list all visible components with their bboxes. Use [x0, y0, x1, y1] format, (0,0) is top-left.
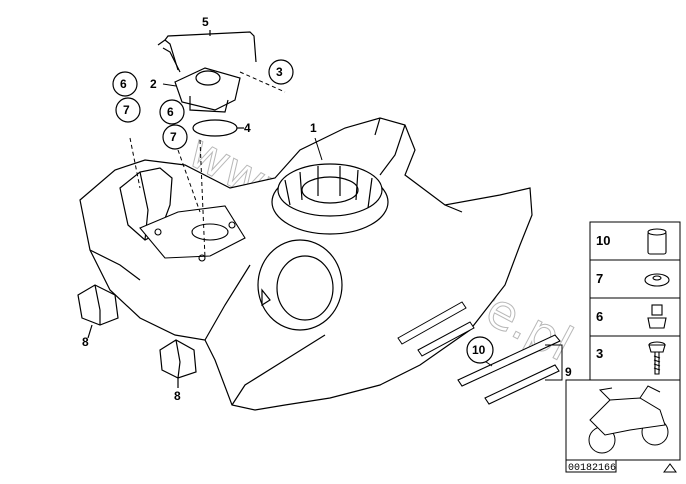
legend-label-3: 3 [596, 346, 603, 361]
mounting-plate [139, 205, 246, 262]
washer-icon [644, 273, 670, 287]
callout-9: 9 [565, 365, 572, 379]
tank-slots [397, 301, 475, 357]
hose-part-5 [157, 30, 257, 73]
callout-7b-circle [162, 124, 188, 150]
grommet-part-8-b [159, 339, 197, 388]
nut-icon [647, 304, 667, 329]
screw-icon [648, 341, 666, 375]
callout-3-circle [268, 59, 294, 85]
legend-label-10: 10 [596, 233, 610, 248]
callout-5: 5 [202, 15, 209, 29]
callout-3: 3 [276, 65, 283, 79]
legend-label-7: 7 [596, 271, 603, 286]
callout-4: 4 [244, 121, 251, 135]
sleeve-icon [647, 228, 667, 255]
callout-7a-circle [115, 97, 141, 123]
triangle-icon [663, 463, 677, 473]
callout-7b: 7 [170, 130, 177, 144]
callout-6b-circle [159, 99, 185, 125]
guide-lines [129, 71, 286, 259]
callout-7a: 7 [123, 103, 130, 117]
callout-10-circle [466, 336, 494, 364]
callout-6a: 6 [120, 77, 127, 91]
grommet-part-8-a [77, 284, 119, 339]
callout-2: 2 [150, 77, 157, 91]
legend-panel: 10 7 6 3 [589, 221, 681, 381]
motorcycle-thumbnail: 00182166 [565, 379, 681, 474]
filler-cap [271, 163, 389, 235]
flange-part-2 [174, 67, 241, 113]
oring-part-4 [192, 119, 244, 137]
legend-label-6: 6 [596, 309, 603, 324]
callout-6a-circle [112, 71, 138, 97]
callout-1: 1 [310, 121, 317, 135]
callout-6b: 6 [167, 105, 174, 119]
callout-8a: 8 [82, 335, 89, 349]
access-port [257, 239, 343, 331]
callouts: 1 2 3 4 5 6 7 6 7 8 8 9 10 [82, 15, 572, 403]
reference-number: 00182166 [568, 463, 616, 474]
callout-10: 10 [472, 343, 486, 357]
callout-8b: 8 [174, 389, 181, 403]
strip-part-9 [457, 334, 563, 405]
